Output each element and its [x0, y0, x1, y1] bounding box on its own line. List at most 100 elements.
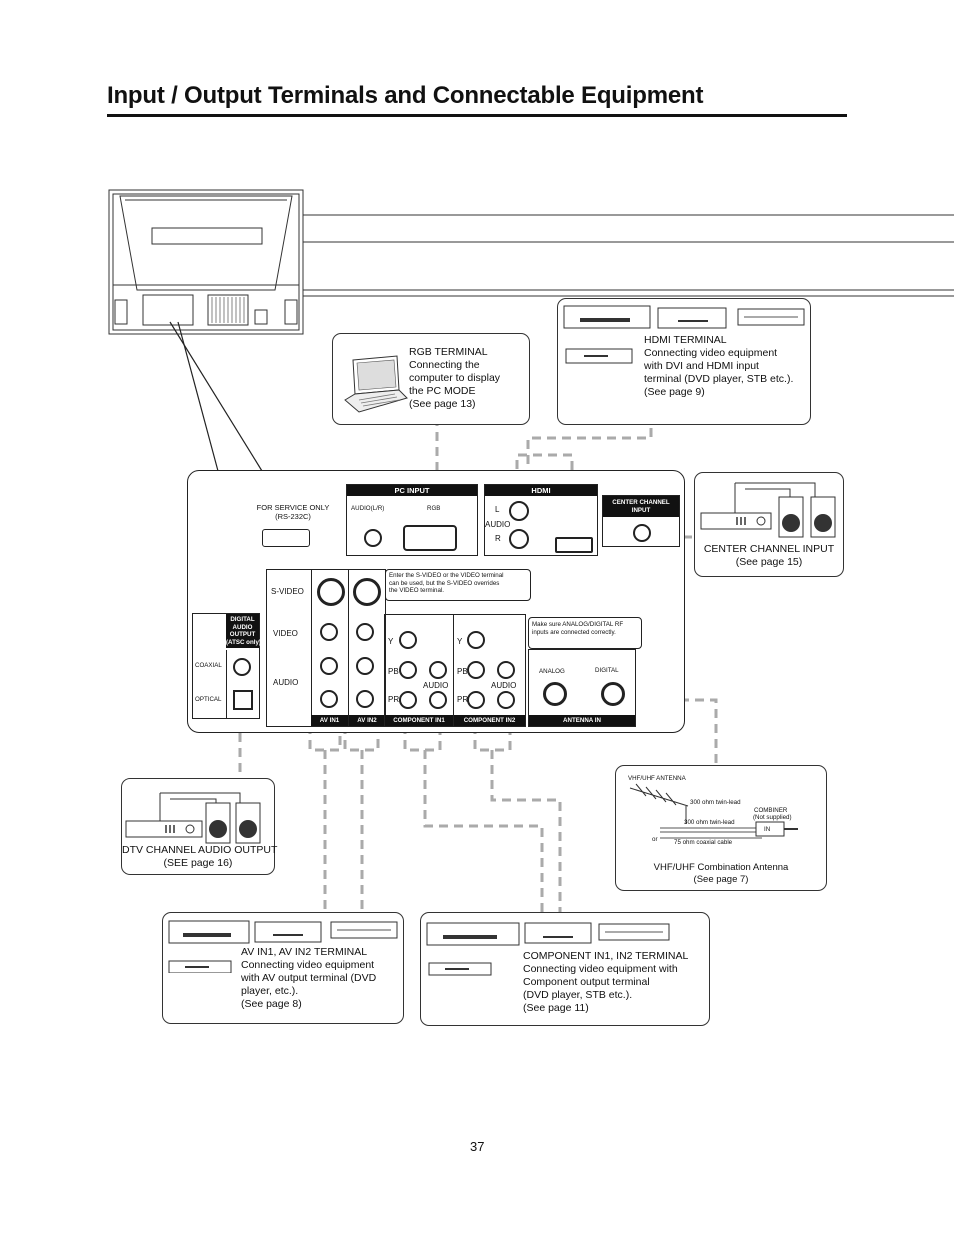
av2-svideo-jack[interactable] [353, 578, 381, 606]
not-supplied-label: (Not supplied) [753, 814, 792, 821]
analog-antenna-jack[interactable] [543, 682, 567, 706]
antenna-see-page: (See page 7) [693, 874, 749, 885]
hdmi-l-label: L [495, 505, 500, 514]
rgb-line-5: (See page 13) [409, 398, 476, 410]
twin-lead-1-label: 300 ohm twin-lead [690, 799, 741, 806]
comp2-audio-r-jack[interactable] [497, 691, 515, 709]
antenna-section: ANALOG DIGITAL ANTENNA IN [528, 649, 636, 727]
pc-input-group: PC INPUT AUDIO(L/R) RGB [346, 484, 478, 556]
hdmi-header: HDMI [485, 485, 597, 496]
hdmi-line-3: with DVI and HDMI input [644, 360, 759, 372]
hdmi-line-1: HDMI TERMINAL [644, 334, 727, 346]
antenna-caption: VHF/UHF Combination Antenna [653, 862, 789, 873]
antenna-callout: VHF/UHF ANTENNA 300 ohm twin-lead 300 oh… [615, 765, 827, 891]
rgb-line-3: computer to display [409, 372, 501, 384]
comp1-y-label: Y [388, 637, 394, 646]
center-channel-group: CENTER CHANNEL INPUT [602, 495, 680, 547]
av2-audio-r-jack[interactable] [356, 690, 374, 708]
rgb-line-1: RGB TERMINAL [409, 346, 488, 358]
av2-audio-l-jack[interactable] [356, 657, 374, 675]
center-line-2: (See page 15) [735, 556, 803, 568]
comp2-pb-jack[interactable] [467, 661, 485, 679]
comp1-audio-r-jack[interactable] [429, 691, 447, 709]
center-channel-jack[interactable] [633, 524, 651, 542]
av-line-4: player, etc.). [241, 985, 299, 997]
comp-line-4: (DVD player, STB etc.). [523, 989, 633, 1001]
av-in2-label: AV IN2 [349, 715, 385, 726]
combiner-label: COMBINER [754, 807, 788, 814]
comp2-audio-label: AUDIO [491, 681, 517, 690]
dtv-line-1: DTV CHANNEL AUDIO OUTPUT [122, 844, 278, 856]
twin-lead-2-label: 300 ohm twin-lead [684, 819, 735, 826]
page-number: 37 [470, 1139, 485, 1154]
comp1-pr-jack[interactable] [399, 691, 417, 709]
comp1-audio-label: AUDIO [423, 681, 449, 690]
optical-jack[interactable] [233, 690, 253, 710]
analog-label: ANALOG [539, 668, 565, 675]
center-channel-callout: CENTER CHANNEL INPUT (See page 15) [694, 472, 844, 577]
comp1-pr-label: PR [388, 695, 400, 704]
audio-lr-label: AUDIO(L/R) [351, 505, 385, 512]
audio-label: AUDIO [273, 678, 299, 687]
hdmi-group: HDMI L AUDIO R [484, 484, 598, 556]
comp2-pr-jack[interactable] [467, 691, 485, 709]
hdmi-line-5: (See page 9) [644, 386, 705, 398]
video-equipment-icons-2 [168, 920, 398, 973]
av-line-5: (See page 8) [241, 998, 302, 1010]
rgb-line-2: Connecting the [409, 359, 480, 371]
pc-input-header: PC INPUT [347, 485, 477, 496]
comp1-y-jack[interactable] [399, 631, 417, 649]
title-underline [107, 114, 847, 117]
av2-video-jack[interactable] [356, 623, 374, 641]
combiner-in-label: IN [764, 826, 771, 833]
hdmi-audio-label: AUDIO [485, 520, 511, 529]
comp2-pr-label: PR [457, 695, 469, 704]
rgb-port[interactable] [403, 525, 457, 551]
tv-rear-illustration [108, 189, 304, 335]
rgb-line-4: the PC MODE [409, 385, 476, 397]
av1-audio-l-jack[interactable] [320, 657, 338, 675]
av-line-1: AV IN1, AV IN2 TERMINAL [241, 946, 368, 958]
rgb-label: RGB [427, 505, 441, 512]
video-label: VIDEO [273, 629, 298, 638]
page-title: Input / Output Terminals and Connectable… [107, 82, 704, 109]
hdmi-audio-r-jack[interactable] [509, 529, 529, 549]
coaxial-jack[interactable] [233, 658, 251, 676]
optical-label: OPTICAL [195, 696, 222, 703]
hdmi-terminal-callout: HDMI TERMINAL Connecting video equipment… [557, 298, 811, 425]
comp2-audio-l-jack[interactable] [497, 661, 515, 679]
antenna-in-label: ANTENNA IN [529, 715, 635, 726]
or-label: or [652, 836, 658, 843]
comp-line-1: COMPONENT IN1, IN2 TERMINAL [523, 950, 689, 962]
comp2-pb-label: PB [457, 667, 468, 676]
rs232-port[interactable] [262, 529, 310, 547]
comp1-pb-jack[interactable] [399, 661, 417, 679]
av1-svideo-jack[interactable] [317, 578, 345, 606]
rgb-terminal-callout: RGB TERMINAL Connecting the computer to … [332, 333, 530, 425]
coax-label: 75 ohm coaxial cable [674, 839, 733, 846]
center-input-label: INPUT [631, 506, 651, 514]
amplifier-speakers-icon [700, 482, 836, 538]
av-line-2: Connecting video equipment [241, 959, 375, 971]
digital-antenna-jack[interactable] [601, 682, 625, 706]
laptop-icon [344, 355, 408, 413]
comp1-audio-l-jack[interactable] [429, 661, 447, 679]
av1-video-jack[interactable] [320, 623, 338, 641]
hdmi-port[interactable] [555, 537, 593, 553]
service-only-label: FOR SERVICE ONLY [256, 503, 330, 512]
pc-audio-jack[interactable] [364, 529, 382, 547]
comp-line-3: Component output terminal [523, 976, 650, 988]
comp2-y-jack[interactable] [467, 631, 485, 649]
digital-audio-header: DIGITAL AUDIO OUTPUT (ATSC only) [226, 614, 261, 648]
terminal-panel: FOR SERVICE ONLY (RS-232C) PC INPUT AUDI… [187, 470, 685, 733]
hdmi-r-label: R [495, 534, 501, 543]
video-equipment-icons-3 [426, 922, 670, 976]
av-in1-label: AV IN1 [311, 715, 348, 726]
digital-label: DIGITAL [595, 667, 619, 674]
dtv-audio-callout: DTV CHANNEL AUDIO OUTPUT (SEE page 16) [121, 778, 278, 875]
analog-note: Make sure ANALOG/DIGITAL RF inputs are c… [528, 617, 642, 649]
av1-audio-r-jack[interactable] [320, 690, 338, 708]
hdmi-audio-l-jack[interactable] [509, 501, 529, 521]
amplifier-speakers-icon-2 [125, 792, 261, 844]
component-terminal-callout: COMPONENT IN1, IN2 TERMINAL Connecting v… [420, 912, 710, 1026]
